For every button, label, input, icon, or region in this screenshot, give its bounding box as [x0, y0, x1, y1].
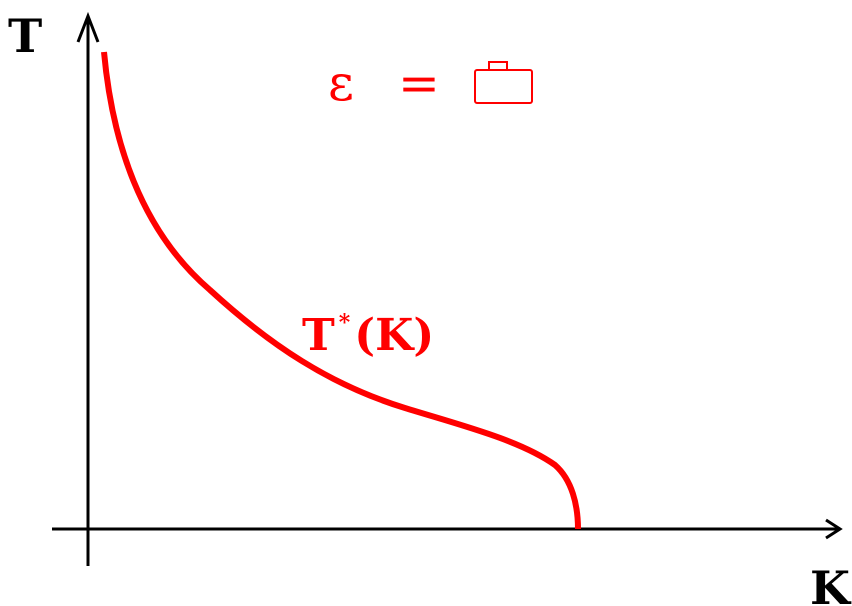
y-axis-label: T: [8, 9, 42, 63]
curve-label-arg: (K): [354, 310, 434, 361]
x-axis-arrowhead: [825, 518, 843, 540]
epsilon-symbol: ε: [328, 54, 354, 112]
briefcase-icon: [474, 61, 533, 104]
curve-label: T * (K): [302, 310, 434, 361]
y-axis-arrowhead: [76, 11, 100, 43]
x-axis-label: K: [810, 561, 852, 606]
equals-sign: =: [398, 54, 440, 112]
curve-label-sup: *: [339, 310, 351, 336]
t-star-curve: [101, 51, 581, 530]
curve-label-main: T: [302, 310, 335, 361]
